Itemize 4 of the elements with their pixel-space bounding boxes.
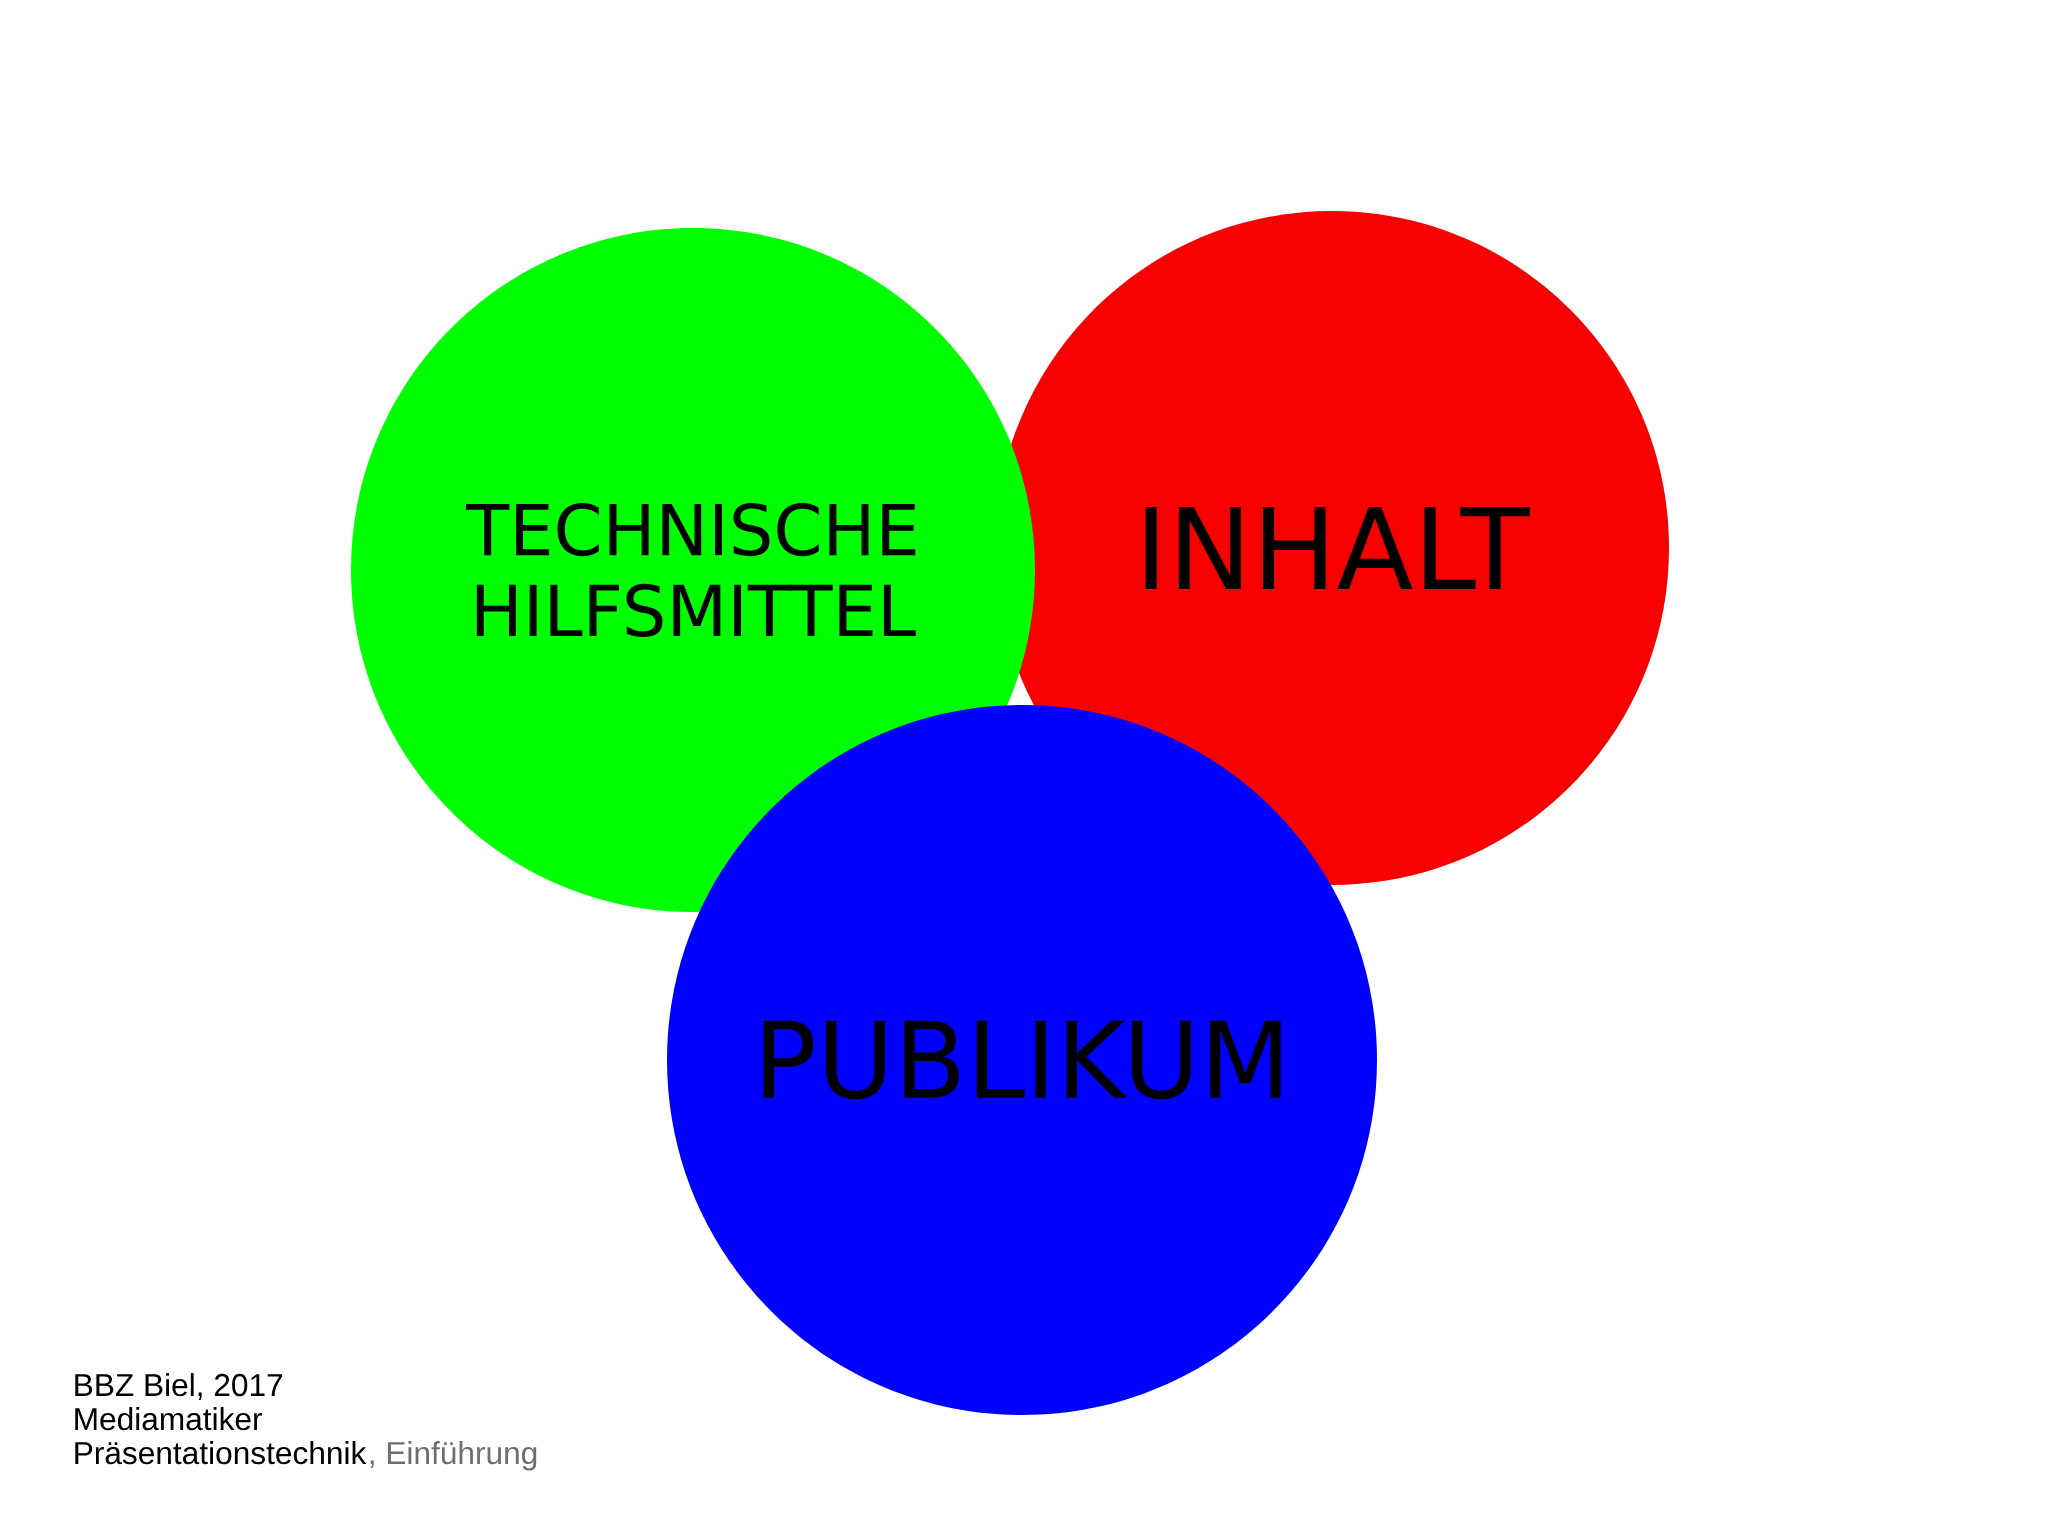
footer-text: Mediamatiker: [75, 1407, 263, 1431]
footer-text: Präsentationstechnik: [75, 1441, 367, 1465]
footer-text: , Einführung: [370, 1441, 537, 1471]
footer-text: BBZ Biel, 2017: [75, 1373, 283, 1400]
